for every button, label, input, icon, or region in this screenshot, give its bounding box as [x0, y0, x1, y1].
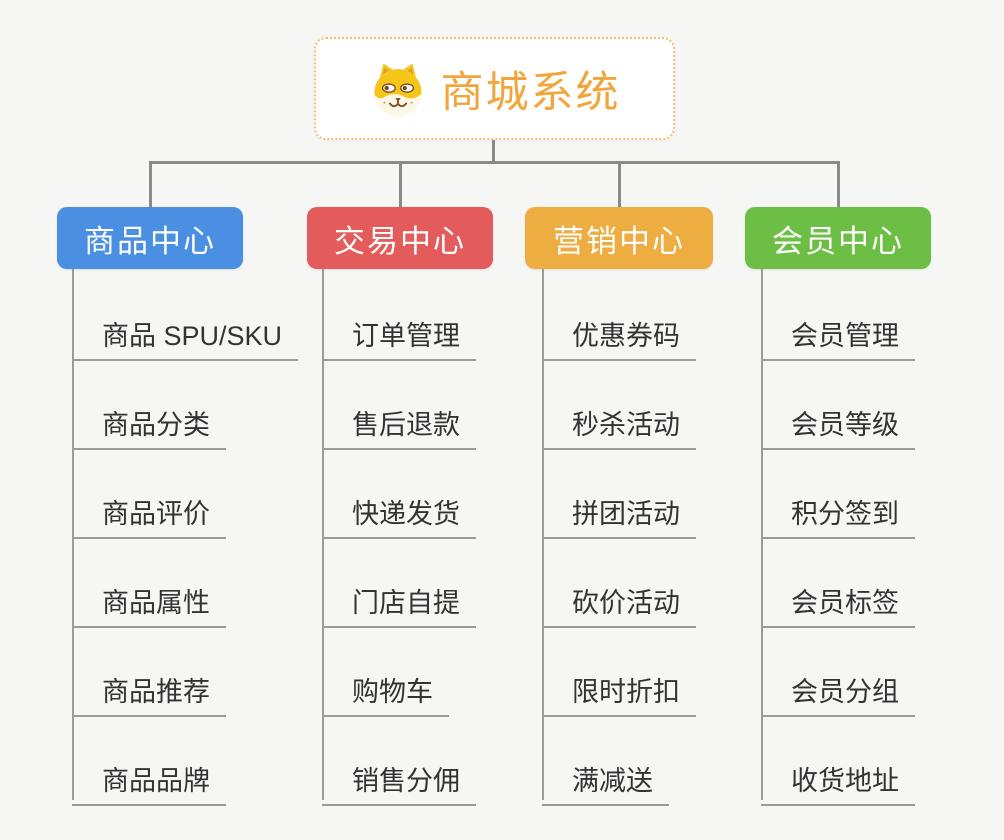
connector-root-stem — [492, 140, 495, 164]
item-label: 订单管理 — [352, 321, 460, 351]
mindmap-item[interactable]: 会员分组 — [761, 665, 915, 717]
mindmap-item[interactable]: 拼团活动 — [542, 487, 696, 539]
mindmap-item[interactable]: 订单管理 — [322, 309, 476, 361]
mindmap-item[interactable]: 商品评价 — [72, 487, 226, 539]
item-label: 快递发货 — [352, 499, 460, 529]
item-label: 收货地址 — [791, 766, 899, 796]
item-label: 商品评价 — [102, 499, 210, 529]
branch-node-product-center[interactable]: 商品中心 — [57, 207, 243, 269]
item-label: 商品 SPU/SKU — [102, 321, 283, 351]
branch-node-marketing-center[interactable]: 营销中心 — [525, 207, 713, 269]
connector-drop-trade — [399, 161, 402, 207]
item-label: 优惠券码 — [572, 321, 680, 351]
spine-product-center — [72, 269, 74, 800]
mindmap-item[interactable]: 商品分类 — [72, 398, 226, 450]
branch-label: 会员中心 — [772, 223, 904, 259]
connector-drop-marketing — [618, 161, 621, 207]
item-label: 销售分佣 — [352, 766, 460, 796]
mindmap-item[interactable]: 快递发货 — [322, 487, 476, 539]
mindmap-item[interactable]: 优惠券码 — [542, 309, 696, 361]
item-label: 满减送 — [572, 766, 653, 796]
item-label: 会员等级 — [791, 410, 899, 440]
item-label: 砍价活动 — [572, 588, 680, 618]
spine-marketing-center — [542, 269, 544, 800]
root-node[interactable]: 商城系统 — [314, 37, 675, 140]
branch-label: 营销中心 — [553, 223, 685, 259]
item-label: 售后退款 — [352, 410, 460, 440]
mindmap-item[interactable]: 秒杀活动 — [542, 398, 696, 450]
mindmap-item[interactable]: 商品品牌 — [72, 754, 226, 806]
item-label: 购物车 — [352, 677, 433, 707]
branch-label: 交易中心 — [334, 223, 466, 259]
item-label: 限时折扣 — [572, 677, 680, 707]
item-label: 商品属性 — [102, 588, 210, 618]
spine-trade-center — [322, 269, 324, 800]
branch-label: 商品中心 — [84, 223, 216, 259]
mindmap-item[interactable]: 会员管理 — [761, 309, 915, 361]
item-label: 积分签到 — [791, 499, 899, 529]
spine-member-center — [761, 269, 763, 800]
item-label: 会员标签 — [791, 588, 899, 618]
item-label: 秒杀活动 — [572, 410, 680, 440]
mindmap-item[interactable]: 会员等级 — [761, 398, 915, 450]
item-label: 商品品牌 — [102, 766, 210, 796]
mindmap-item[interactable]: 销售分佣 — [322, 754, 476, 806]
mindmap-item[interactable]: 商品 SPU/SKU — [72, 309, 299, 361]
root-title: 商城系统 — [440, 68, 621, 117]
mindmap-item[interactable]: 砍价活动 — [542, 576, 696, 628]
item-label: 门店自提 — [352, 588, 460, 618]
mindmap-item[interactable]: 会员标签 — [761, 576, 915, 628]
mindmap-item[interactable]: 限时折扣 — [542, 665, 696, 717]
connector-horizontal-bar — [149, 161, 840, 164]
mindmap-item[interactable]: 积分签到 — [761, 487, 915, 539]
mindmap-item[interactable]: 购物车 — [322, 665, 449, 717]
mindmap-item[interactable]: 售后退款 — [322, 398, 476, 450]
item-label: 商品推荐 — [102, 677, 210, 707]
dog-face-icon — [369, 60, 427, 118]
mindmap-item[interactable]: 收货地址 — [761, 754, 915, 806]
connector-drop-products — [149, 161, 152, 207]
mindmap-item[interactable]: 商品属性 — [72, 576, 226, 628]
mindmap-item[interactable]: 满减送 — [542, 754, 669, 806]
mindmap-item[interactable]: 门店自提 — [322, 576, 476, 628]
item-label: 会员管理 — [791, 321, 899, 351]
item-label: 拼团活动 — [572, 499, 680, 529]
connector-drop-member — [837, 161, 840, 207]
branch-node-member-center[interactable]: 会员中心 — [745, 207, 931, 269]
branch-node-trade-center[interactable]: 交易中心 — [307, 207, 493, 269]
item-label: 商品分类 — [102, 410, 210, 440]
item-label: 会员分组 — [791, 677, 899, 707]
mindmap-item[interactable]: 商品推荐 — [72, 665, 226, 717]
